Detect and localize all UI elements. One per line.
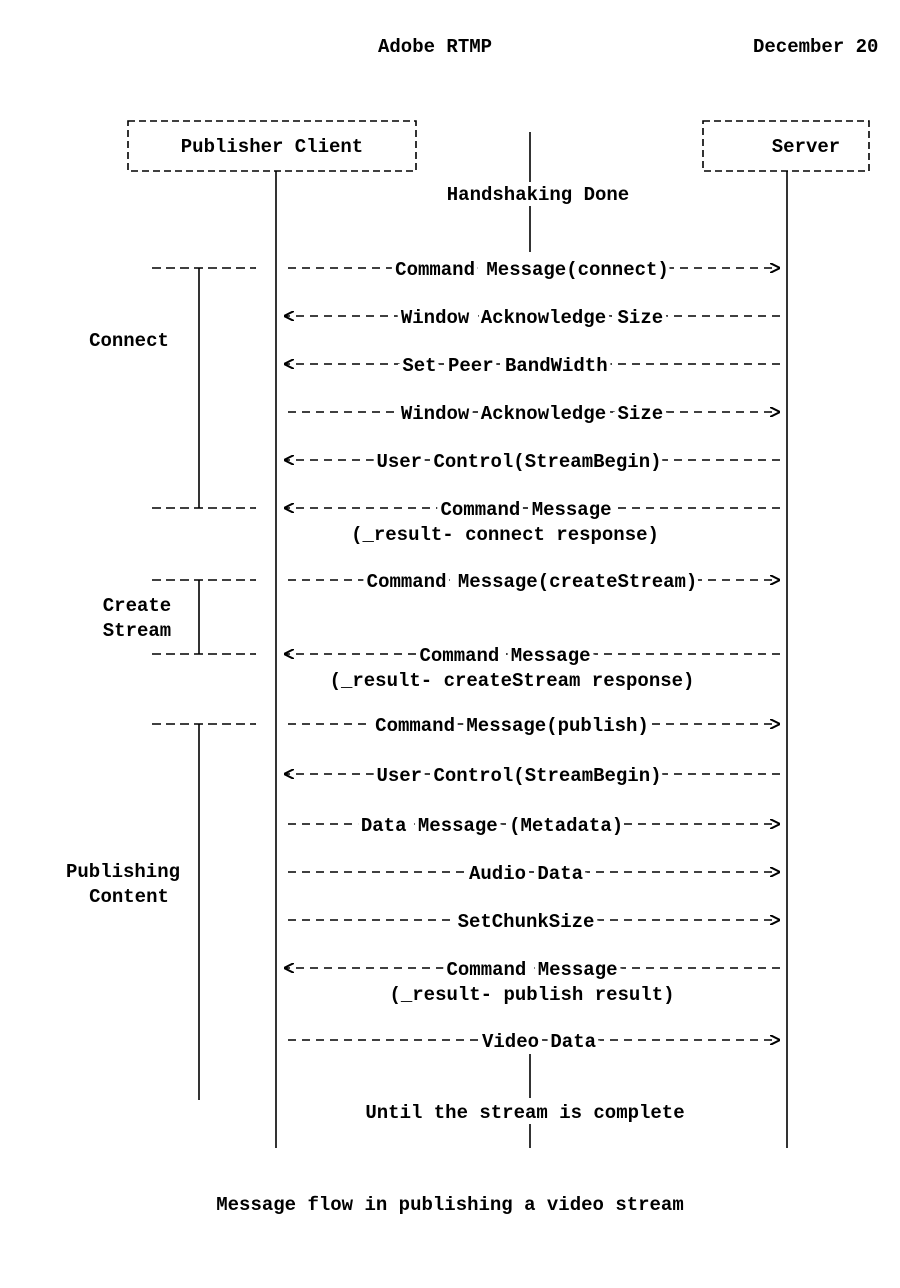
server-box (702, 120, 870, 172)
message-label: Command Message(connect) (395, 259, 669, 281)
message-label: Command Message (446, 959, 617, 981)
client-box (127, 120, 417, 172)
message-arrow: Data Message (Metadata) (288, 811, 780, 841)
message-label: Audio Data (469, 863, 583, 885)
phase-label: Content (89, 886, 169, 908)
page-header: Adobe RTMP December 20 (0, 36, 900, 66)
phase-create-stream-bracket: Create Stream (103, 579, 256, 655)
message-label: Command Message(publish) (375, 715, 649, 737)
message-arrow: Video Data (288, 1027, 780, 1057)
complete-note: Until the stream is complete (365, 1102, 684, 1124)
phase-label: Stream (103, 620, 171, 642)
message-label: Window Acknowledge Size (401, 307, 663, 329)
message-label: Command Message (440, 499, 611, 521)
message-arrow: Set Peer BandWidth (284, 351, 780, 381)
phase-label: Create (103, 595, 171, 617)
phase-connect-bracket: Connect (89, 267, 256, 509)
message-arrow: Command Message (_result- createStream r… (284, 641, 780, 692)
message-arrow: User Control(StreamBegin) (284, 761, 780, 791)
document-date: December 20 (753, 36, 879, 58)
message-arrow: SetChunkSize (288, 907, 780, 937)
message-arrow: Window Acknowledge Size (284, 303, 780, 333)
message-arrow: Window Acknowledge Size (288, 399, 780, 429)
handshake-note: Handshaking Done (447, 184, 629, 206)
phase-label: Connect (89, 330, 169, 352)
message-label: Command Message (419, 645, 590, 667)
message-label: Set Peer BandWidth (402, 355, 607, 377)
message-label: Data Message (Metadata) (361, 815, 623, 837)
message-arrow: Audio Data (288, 859, 780, 889)
client-participant: Publisher Client (127, 120, 417, 1148)
message-note: (_result- createStream response) (330, 670, 695, 692)
message-arrow: Command Message (_result- connect respon… (284, 495, 780, 546)
message-label: Command Message(createStream) (367, 571, 698, 593)
phase-publishing-bracket: Publishing Content (66, 723, 256, 1100)
message-label: User Control(StreamBegin) (376, 451, 661, 473)
message-note: (_result- publish result) (389, 984, 674, 1006)
message-label: User Control(StreamBegin) (376, 765, 661, 787)
client-label: Publisher Client (181, 136, 363, 158)
message-arrow: Command Message(connect) (288, 255, 780, 285)
server-label: Server (772, 136, 840, 158)
message-arrow: User Control(StreamBegin) (284, 447, 780, 477)
message-arrow: Command Message (_result- publish result… (284, 955, 780, 1006)
message-label: Window Acknowledge Size (401, 403, 663, 425)
message-label: Video Data (482, 1031, 596, 1053)
message-arrow: Command Message(publish) (288, 711, 780, 741)
server-participant: Server (702, 120, 870, 1148)
figure-caption: Message flow in publishing a video strea… (216, 1194, 684, 1216)
phase-label: Publishing (66, 861, 180, 883)
message-note: (_result- connect response) (351, 524, 659, 546)
message-arrow: Command Message(createStream) (288, 567, 780, 597)
message-label: SetChunkSize (458, 911, 595, 933)
document-title: Adobe RTMP (378, 36, 493, 58)
message-flow-diagram: Publisher Client Server Handshaking Done… (66, 120, 870, 1148)
